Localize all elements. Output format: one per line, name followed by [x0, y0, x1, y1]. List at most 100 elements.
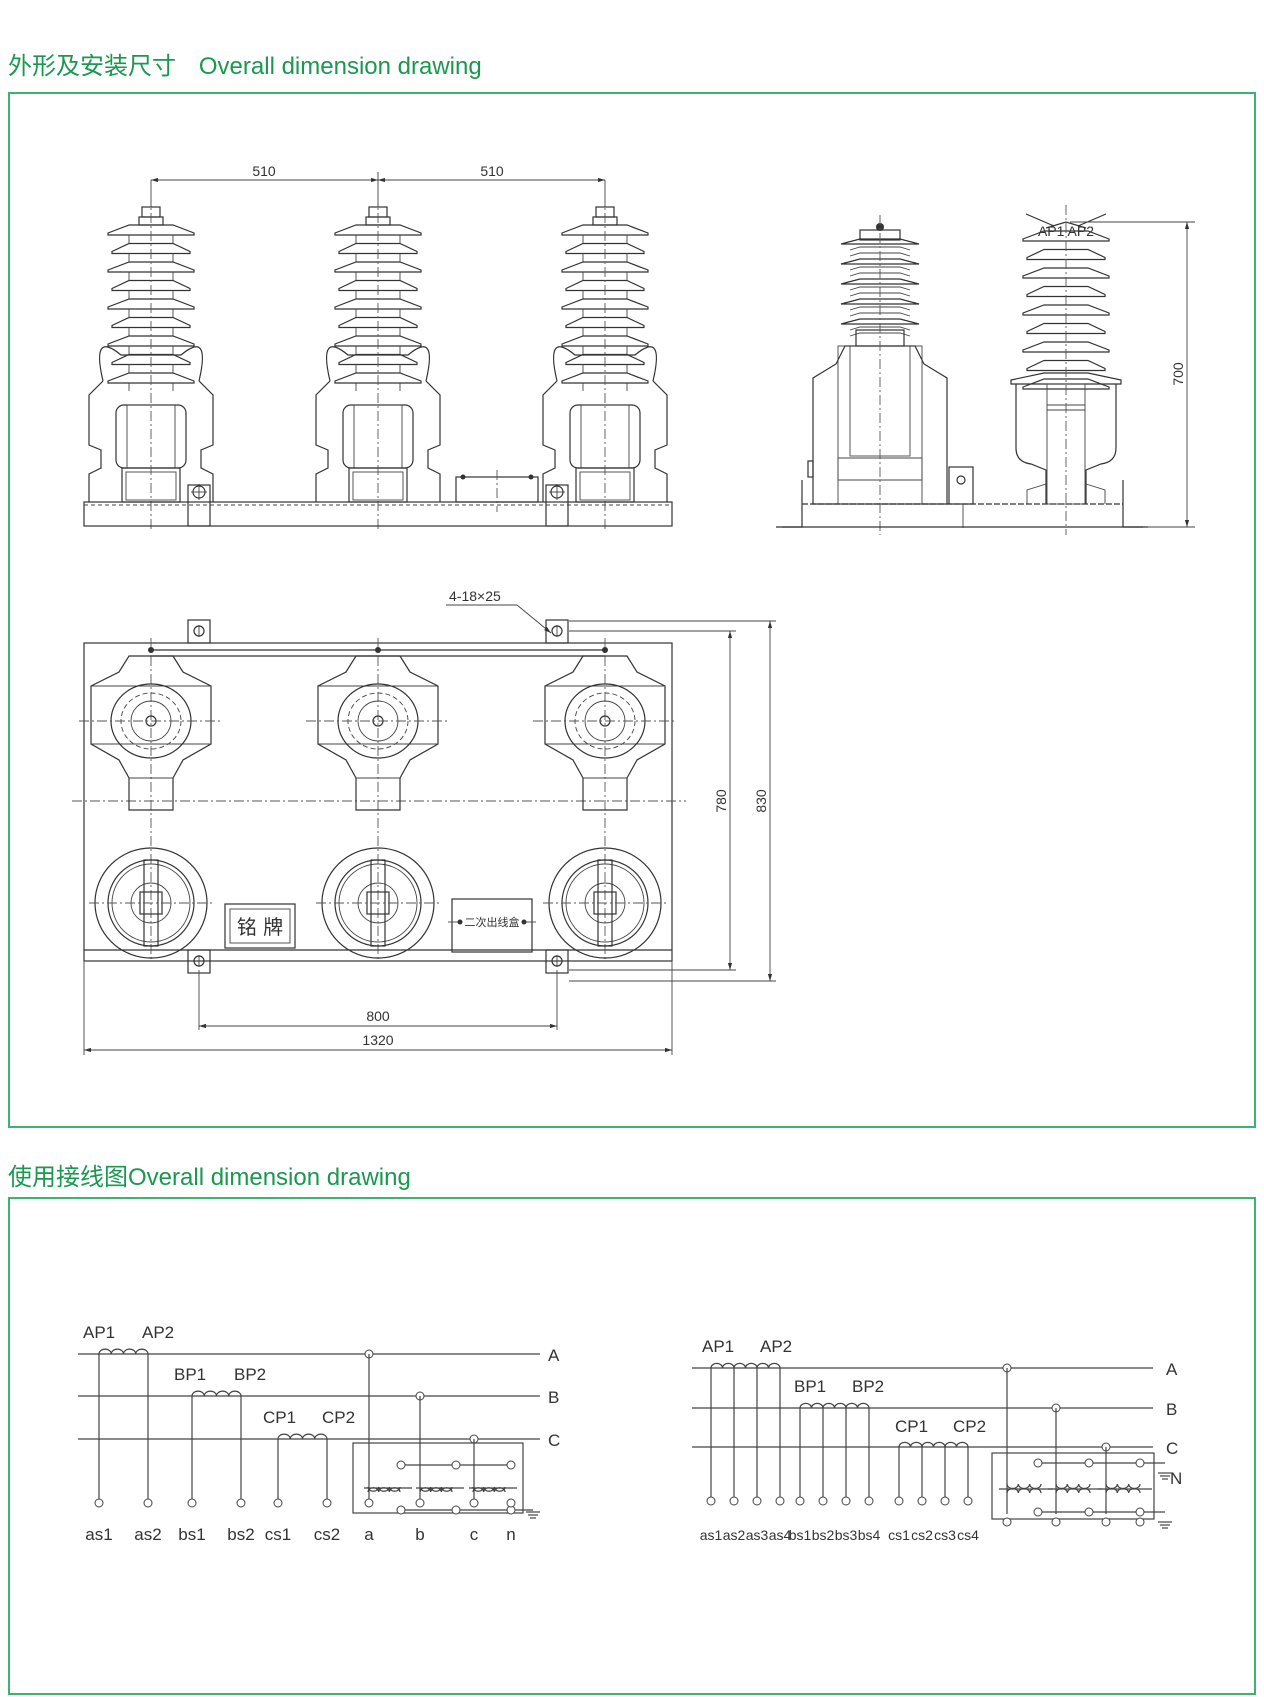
- insulator-shed: [1026, 359, 1106, 372]
- depth-dimension-outer: 830: [753, 789, 769, 813]
- terminal-label: cs2: [911, 1527, 933, 1543]
- bus-label-b: B: [548, 1388, 559, 1407]
- primary-label: BP2: [852, 1377, 884, 1396]
- terminal-label: as2: [134, 1525, 161, 1544]
- ground-icon: [1158, 1521, 1172, 1529]
- primary-label: AP2: [760, 1337, 792, 1356]
- terminal-node: [364, 1498, 374, 1508]
- insulator-shed: [565, 316, 645, 329]
- pt-box: [991, 1452, 1155, 1520]
- terminal-label: bs3: [835, 1527, 858, 1543]
- secondary-box-label: 二次出线盒: [465, 915, 520, 929]
- insulator-shed: [840, 278, 920, 285]
- primary-label: BP1: [174, 1365, 206, 1384]
- secondary-outlet-box: [451, 898, 533, 953]
- terminal-node: [706, 1496, 716, 1506]
- terminal-label: cs4: [957, 1527, 979, 1543]
- terminal-node: [729, 1496, 739, 1506]
- insulator-shed: [1026, 285, 1106, 298]
- terminal-node: [506, 1498, 516, 1508]
- section-title-dimensions: 外形及安装尺寸 Overall dimension drawing: [8, 46, 482, 81]
- nameplate: [224, 903, 296, 949]
- terminal-label: bs1: [178, 1525, 205, 1544]
- terminal-label: bs4: [858, 1527, 881, 1543]
- insulator-shed: [565, 242, 645, 255]
- winding-coil: [799, 1402, 870, 1409]
- winding-coil: [98, 1348, 149, 1355]
- connection-node: [1002, 1517, 1012, 1527]
- ground-icon: [526, 1511, 540, 1519]
- insulator-shed: [1026, 248, 1106, 261]
- insulator-shed: [1022, 304, 1110, 316]
- insulator-shed: [561, 224, 649, 236]
- terminal-label: bs2: [227, 1525, 254, 1544]
- connection-node: [1033, 1507, 1043, 1517]
- primary-label: CP2: [322, 1408, 355, 1427]
- pt-box: [352, 1442, 524, 1514]
- primary-housing: [317, 655, 439, 811]
- top-view: 铭 牌 二次出线盒 4-18×25 780 830 800 1320: [72, 588, 776, 1055]
- terminal-label: n: [506, 1525, 515, 1544]
- insulator-shed: [334, 298, 422, 310]
- terminal-label: a: [364, 1525, 374, 1544]
- winding-coil: [898, 1441, 969, 1448]
- insulator-shed: [107, 335, 195, 347]
- winding-coil: [710, 1362, 781, 1369]
- neutral-label: N: [1170, 1469, 1182, 1488]
- insulator-shed: [840, 318, 920, 325]
- winding-coil: [1105, 1483, 1141, 1490]
- phase-unit-top: [79, 638, 223, 960]
- terminal-label: b: [415, 1525, 424, 1544]
- insulator-shed: [338, 316, 418, 329]
- terminal-label: as1: [85, 1525, 112, 1544]
- terminal-nut-icon: [876, 223, 884, 231]
- terminal-node: [94, 1498, 104, 1508]
- depth-dimension-inner: 780: [713, 789, 729, 813]
- primary-label: CP1: [895, 1417, 928, 1436]
- mounting-tab: [187, 619, 211, 644]
- phase-unit-top: [306, 638, 450, 960]
- winding-coil: [367, 1486, 401, 1492]
- insulator-shed: [334, 261, 422, 273]
- phase-unit-front: [88, 195, 214, 530]
- insulator-shed: [1022, 230, 1110, 242]
- side-view: AP1 AP2 700: [776, 205, 1195, 535]
- primary-label: BP2: [234, 1365, 266, 1384]
- phase-unit-top: [533, 638, 677, 960]
- insulator-shed: [107, 372, 195, 384]
- primary-label: CP1: [263, 1408, 296, 1427]
- terminal-node: [818, 1496, 828, 1506]
- section-title-en: Overall dimension drawing: [198, 53, 482, 80]
- insulator-shed: [1026, 322, 1106, 335]
- width-dimension-inner: 800: [366, 1008, 390, 1024]
- front-view: 510 510: [83, 163, 673, 530]
- terminal-label: c: [470, 1525, 479, 1544]
- primary-housing: [544, 655, 666, 811]
- section-title-en: Overall dimension drawing: [128, 1164, 411, 1191]
- insulator-shed: [1022, 341, 1110, 353]
- terminal-label: as3: [746, 1527, 769, 1543]
- primary-label: AP1: [83, 1323, 115, 1342]
- insulator-shed: [338, 279, 418, 292]
- terminal-node: [775, 1496, 785, 1506]
- insulator-shed: [561, 261, 649, 273]
- terminal-label: cs1: [265, 1525, 291, 1544]
- bus-label-a: A: [1166, 1360, 1178, 1379]
- winding-coil: [472, 1486, 506, 1492]
- bus-label-a: A: [548, 1346, 560, 1365]
- connection-node: [451, 1505, 461, 1515]
- primary-label: BP1: [794, 1377, 826, 1396]
- winding-coil: [191, 1390, 242, 1397]
- insulator-shed: [561, 335, 649, 347]
- pitch-dimension-1: 510: [252, 163, 276, 179]
- dimension-drawing-panel: [8, 92, 1256, 1128]
- connection-node: [1135, 1517, 1145, 1527]
- phase-unit-front: [542, 195, 668, 530]
- terminal-node: [963, 1496, 973, 1506]
- terminal-node: [795, 1496, 805, 1506]
- ground-lug-icon: [187, 484, 211, 527]
- nameplate-label: 铭 牌: [237, 915, 283, 939]
- bus-label-c: C: [548, 1431, 560, 1450]
